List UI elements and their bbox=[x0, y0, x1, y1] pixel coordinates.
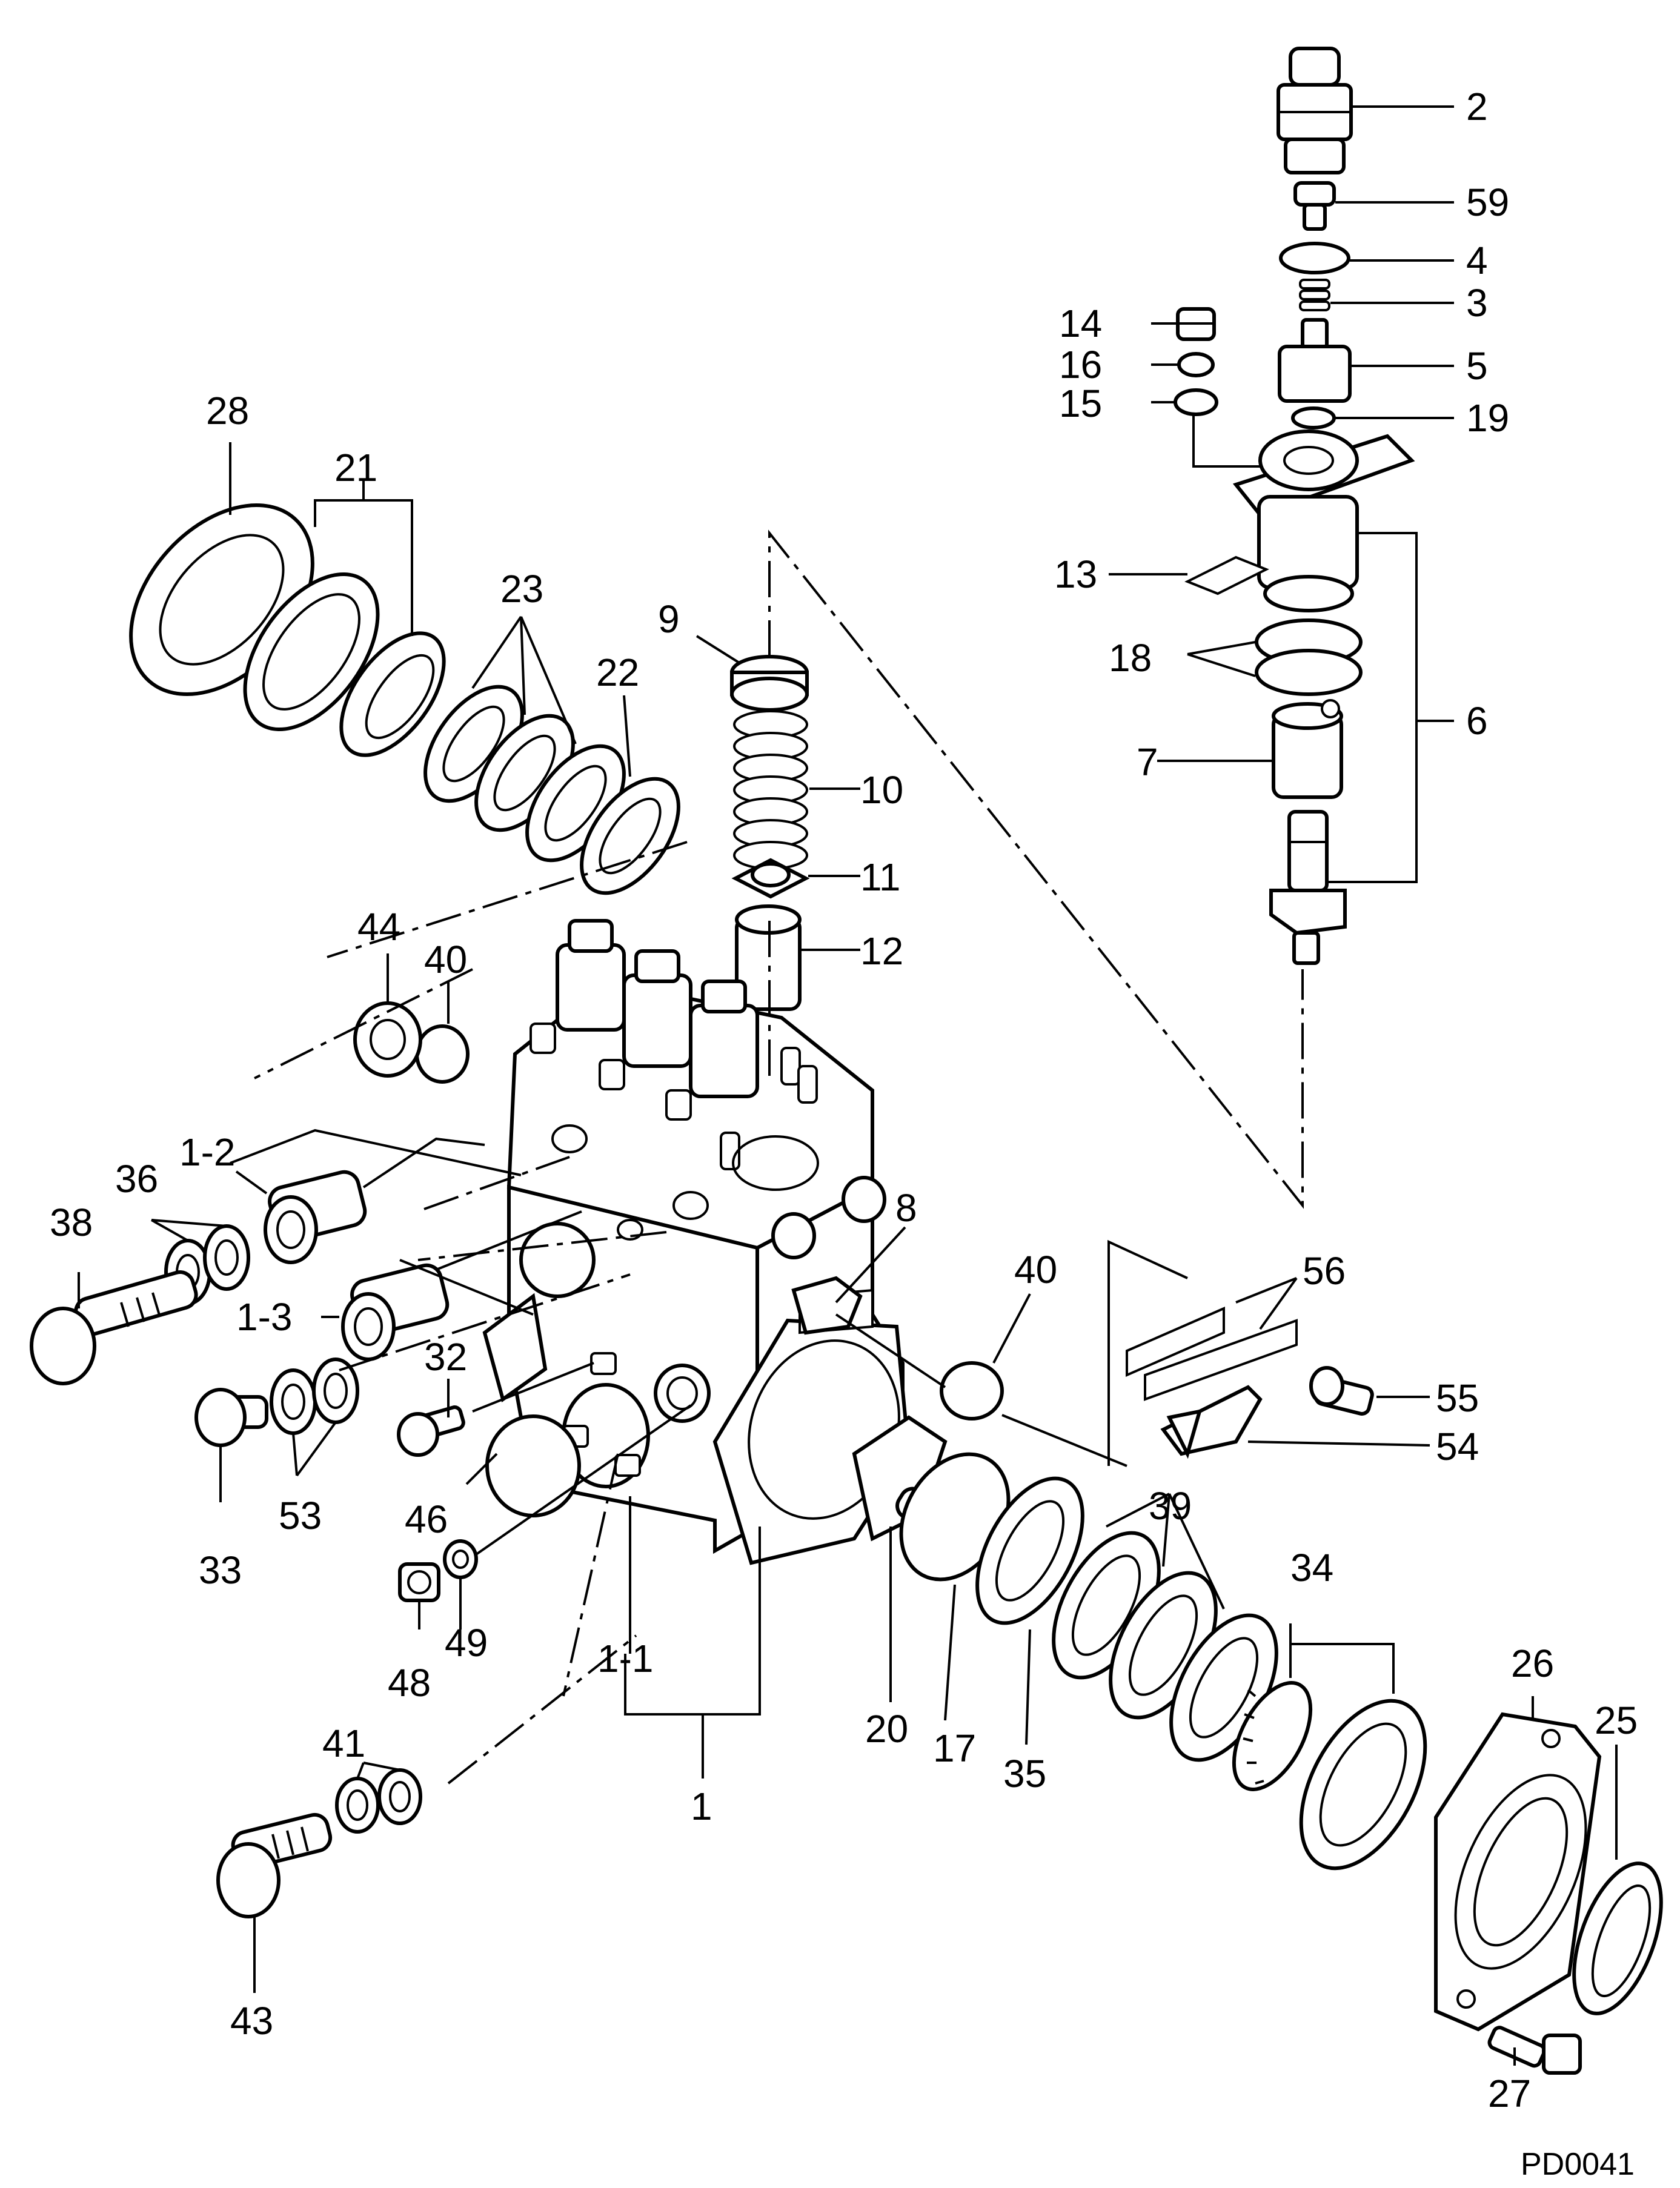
callout-10: 10 bbox=[860, 768, 903, 812]
screw-59 bbox=[1293, 181, 1336, 231]
callout-14: 14 bbox=[1059, 302, 1102, 345]
callout-36: 36 bbox=[115, 1157, 158, 1201]
callout-16: 16 bbox=[1059, 343, 1102, 386]
bearing-21 bbox=[243, 572, 446, 757]
shim-23 bbox=[423, 685, 626, 863]
callout-55: 55 bbox=[1436, 1376, 1479, 1420]
shim-13 bbox=[1184, 555, 1269, 595]
callout-49: 49 bbox=[445, 1621, 488, 1665]
callout-48: 48 bbox=[388, 1661, 431, 1705]
callout-1: 1 bbox=[691, 1785, 712, 1828]
spring-seat-11 bbox=[731, 858, 810, 899]
callout-34: 34 bbox=[1290, 1546, 1333, 1590]
oil-seal-25 bbox=[1572, 1861, 1663, 2015]
bushing-44 bbox=[353, 1001, 422, 1078]
callout-38: 38 bbox=[50, 1201, 93, 1244]
callout-1-3: 1-3 bbox=[236, 1295, 293, 1339]
callout-32: 32 bbox=[424, 1335, 467, 1379]
callout-46: 46 bbox=[405, 1497, 448, 1541]
delivery-valve-holder-2 bbox=[1277, 47, 1353, 174]
callout-3: 3 bbox=[1466, 281, 1488, 325]
callout-41: 41 bbox=[322, 1722, 365, 1765]
callout-6: 6 bbox=[1466, 699, 1488, 743]
callout-39: 39 bbox=[1149, 1484, 1192, 1528]
callout-9: 9 bbox=[658, 597, 680, 641]
seal-ring-18 bbox=[1255, 618, 1363, 696]
cap-40-right bbox=[940, 1361, 1004, 1421]
shim-22 bbox=[580, 777, 680, 895]
callout-17: 17 bbox=[933, 1726, 976, 1770]
spring-seat-9 bbox=[730, 655, 809, 712]
bushing-1-2 bbox=[264, 1170, 367, 1264]
callout-1-1: 1-1 bbox=[597, 1637, 654, 1680]
nut-48 bbox=[398, 1562, 440, 1602]
callout-27: 27 bbox=[1488, 2072, 1531, 2115]
control-sleeve-7 bbox=[1272, 699, 1343, 799]
plates-56 bbox=[1126, 1306, 1298, 1401]
callout-11: 11 bbox=[860, 855, 900, 899]
callout-2: 2 bbox=[1466, 85, 1488, 128]
plunger-6-lower bbox=[1269, 810, 1347, 965]
callout-22: 22 bbox=[596, 651, 639, 694]
callout-56: 56 bbox=[1303, 1249, 1346, 1293]
callout-4: 4 bbox=[1466, 239, 1488, 282]
callout-13: 13 bbox=[1054, 552, 1097, 596]
callout-18: 18 bbox=[1109, 636, 1152, 680]
drawing-code: PD0041 bbox=[1521, 2147, 1635, 2182]
callout-8: 8 bbox=[895, 1186, 917, 1230]
callout-40: 40 bbox=[1014, 1248, 1057, 1291]
callout-15: 15 bbox=[1059, 382, 1102, 425]
callout-28: 28 bbox=[206, 389, 249, 433]
callout-7: 7 bbox=[1137, 740, 1158, 784]
bushing-1-3 bbox=[341, 1263, 450, 1361]
gasket-19 bbox=[1291, 406, 1336, 429]
callout-23: 23 bbox=[500, 567, 543, 611]
callout-53: 53 bbox=[279, 1494, 322, 1537]
gasket-41 bbox=[335, 1768, 422, 1834]
eye-bolt-43 bbox=[216, 1812, 333, 1918]
shim-35 bbox=[975, 1476, 1084, 1625]
callout-1-2: 1-2 bbox=[179, 1130, 236, 1174]
callout-59: 59 bbox=[1466, 181, 1509, 224]
bolt-27 bbox=[1487, 2026, 1582, 2075]
callout-40: 40 bbox=[424, 938, 467, 981]
callout-5: 5 bbox=[1466, 344, 1488, 388]
callout-20: 20 bbox=[865, 1707, 908, 1751]
bracket-54 bbox=[1160, 1385, 1263, 1459]
callout-12: 12 bbox=[860, 929, 903, 973]
callout-26: 26 bbox=[1511, 1642, 1554, 1685]
callout-44: 44 bbox=[357, 905, 400, 949]
bearing-34 bbox=[1232, 1681, 1427, 1871]
callout-21: 21 bbox=[334, 446, 377, 489]
screw-32 bbox=[397, 1405, 465, 1457]
bearing-housing-26 bbox=[1434, 1712, 1602, 2032]
callout-33: 33 bbox=[199, 1548, 242, 1592]
callout-54: 54 bbox=[1436, 1425, 1479, 1468]
callout-19: 19 bbox=[1466, 396, 1509, 440]
delivery-valve-5 bbox=[1278, 318, 1352, 403]
o-ring-4 bbox=[1279, 242, 1350, 274]
plunger-barrel-flange-6 bbox=[1232, 429, 1415, 612]
bolt-55 bbox=[1309, 1366, 1374, 1416]
callout-43: 43 bbox=[230, 1999, 273, 2043]
plunger-spring-10 bbox=[733, 710, 808, 870]
callout-25: 25 bbox=[1595, 1699, 1638, 1742]
eye-bolt-38 bbox=[30, 1270, 198, 1385]
spring-3 bbox=[1299, 279, 1330, 311]
callout-35: 35 bbox=[1003, 1752, 1046, 1795]
plug-33 bbox=[194, 1388, 268, 1447]
